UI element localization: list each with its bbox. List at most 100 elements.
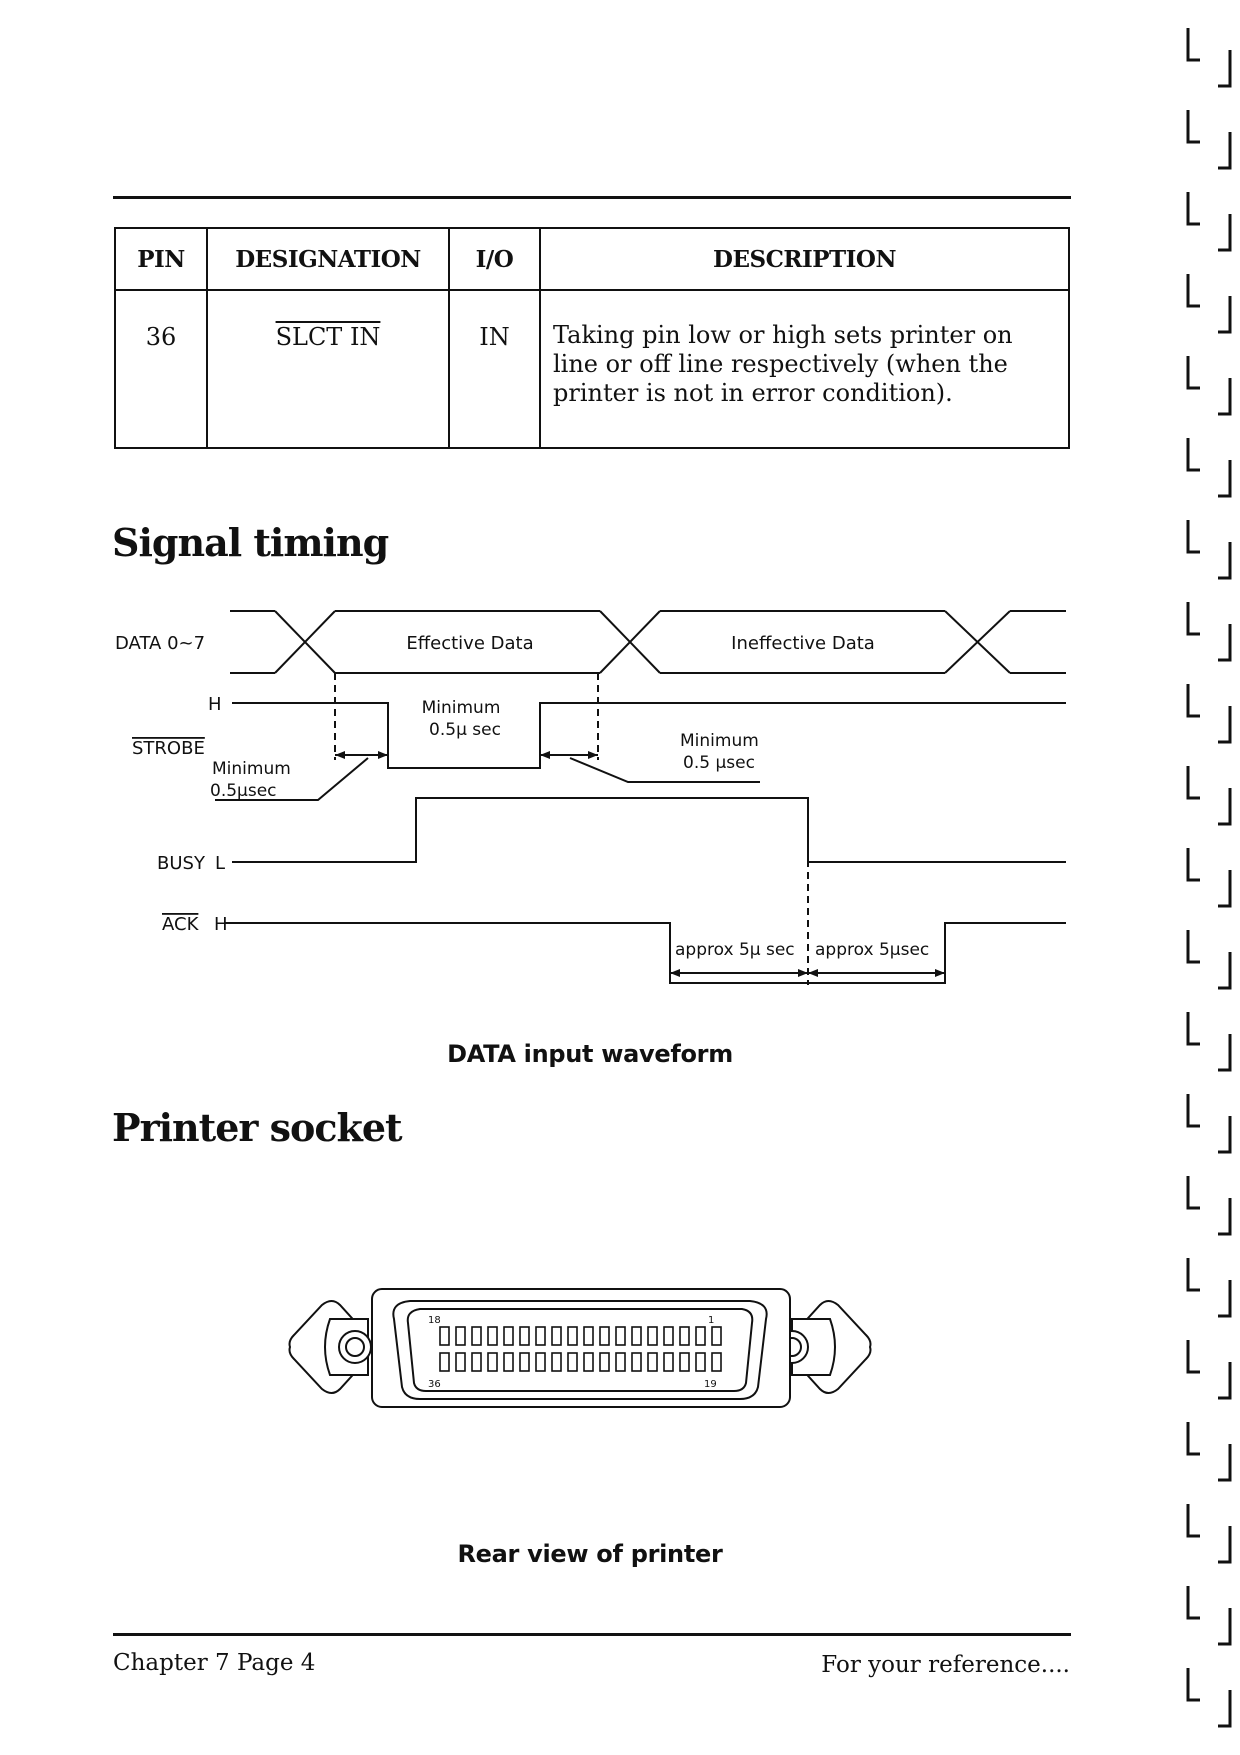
header-description: DESCRIPTION <box>539 227 1070 291</box>
socket-contact-bottom <box>695 1352 706 1372</box>
socket-contact-top <box>695 1326 706 1346</box>
binder-mark <box>1186 1094 1232 1154</box>
header-designation: DESIGNATION <box>206 227 450 291</box>
binder-mark <box>1186 192 1232 252</box>
strobe-width-label-1: Minimum <box>422 698 501 718</box>
pin-36-label: 36 <box>428 1379 441 1390</box>
socket-contact-bottom <box>551 1352 562 1372</box>
hold-time-label-1: Minimum <box>680 731 759 751</box>
waveform-caption: DATA input waveform <box>447 1040 733 1068</box>
socket-contact-bottom <box>599 1352 610 1372</box>
data-bus-label: DATA 0~7 <box>115 633 205 654</box>
binder-mark <box>1186 1340 1232 1400</box>
socket-contact-top <box>439 1326 450 1346</box>
ack-high-label: H <box>214 914 228 935</box>
binder-mark <box>1186 28 1232 88</box>
binder-mark <box>1186 274 1232 334</box>
strobe-width-label-2: 0.5μ sec <box>429 720 501 740</box>
strobe-high-label: H <box>208 694 222 715</box>
pin-1-label: 1 <box>708 1315 714 1326</box>
binder-mark <box>1186 438 1232 498</box>
binder-mark <box>1186 110 1232 170</box>
table-header-row: PIN DESIGNATION I/O DESCRIPTION <box>114 227 1070 291</box>
socket-contact-top <box>455 1326 466 1346</box>
socket-contact-top <box>631 1326 642 1346</box>
effective-data-label: Effective Data <box>406 633 533 654</box>
ack-low-time-label: approx 5μ sec <box>675 940 795 960</box>
binder-mark <box>1186 930 1232 990</box>
ack-recovery-time-label: approx 5μsec <box>815 940 929 960</box>
socket-contact-top <box>567 1326 578 1346</box>
table-row: 36 SLCT IN IN Taking pin low or high set… <box>114 289 1070 449</box>
socket-contact-bottom <box>535 1352 546 1372</box>
binder-mark <box>1186 356 1232 416</box>
binder-mark <box>1186 848 1232 908</box>
socket-contact-bottom <box>711 1352 722 1372</box>
socket-contact-bottom <box>487 1352 498 1372</box>
socket-contact-top <box>615 1326 626 1346</box>
socket-contact-top <box>519 1326 530 1346</box>
pin-19-label: 19 <box>704 1379 717 1390</box>
footer-page-number: Chapter 7 Page 4 <box>113 1650 316 1676</box>
socket-contact-bottom <box>519 1352 530 1372</box>
strobe-label: STROBE <box>132 738 205 759</box>
busy-label: BUSY <box>157 853 206 874</box>
header-pin: PIN <box>114 227 208 291</box>
socket-contact-top <box>679 1326 690 1346</box>
designation: SLCT IN <box>275 323 381 351</box>
socket-contact-bottom <box>439 1352 450 1372</box>
binder-mark <box>1186 684 1232 744</box>
binder-mark <box>1186 1504 1232 1564</box>
socket-contact-bottom <box>583 1352 594 1372</box>
socket-contact-top <box>551 1326 562 1346</box>
ineffective-data-label: Ineffective Data <box>731 633 875 654</box>
socket-contact-bottom <box>663 1352 674 1372</box>
binder-mark <box>1186 1258 1232 1318</box>
binder-mark <box>1186 766 1232 826</box>
socket-contact-top <box>503 1326 514 1346</box>
pin-18-label: 18 <box>428 1315 441 1326</box>
description: Taking pin low or high sets printer on l… <box>553 321 1013 407</box>
busy-low-label: L <box>215 853 225 874</box>
binder-mark <box>1186 1586 1232 1646</box>
binder-mark <box>1186 520 1232 580</box>
socket-contact-top <box>535 1326 546 1346</box>
socket-contact-bottom <box>679 1352 690 1372</box>
pin-number: 36 <box>145 323 177 351</box>
socket-contact-top <box>583 1326 594 1346</box>
socket-contact-bottom <box>631 1352 642 1372</box>
top-rule <box>113 196 1071 199</box>
binder-mark <box>1186 1668 1232 1728</box>
socket-contact-top <box>663 1326 674 1346</box>
section-title-signal-timing: Signal timing <box>112 520 389 565</box>
io-direction: IN <box>479 323 510 351</box>
ack-label: ACK <box>162 914 200 935</box>
bottom-rule <box>113 1633 1071 1636</box>
timing-diagram: DATA 0~7 Effective Data Ineffective Data… <box>115 610 1066 985</box>
printer-socket-diagram: 18 1 36 19 <box>288 1288 872 1408</box>
socket-contact-bottom <box>615 1352 626 1372</box>
binder-edge <box>1186 28 1232 1728</box>
header-io: I/O <box>448 227 541 291</box>
pin-table: PIN DESIGNATION I/O DESCRIPTION 36 SLCT … <box>114 227 1070 449</box>
binder-mark <box>1186 602 1232 662</box>
socket-contact-bottom <box>455 1352 466 1372</box>
socket-contact-top <box>487 1326 498 1346</box>
rear-view-caption: Rear view of printer <box>457 1540 723 1568</box>
socket-contact-bottom <box>567 1352 578 1372</box>
socket-contact-top <box>599 1326 610 1346</box>
socket-contact-top <box>711 1326 722 1346</box>
binder-mark <box>1186 1012 1232 1072</box>
setup-time-label-1: Minimum <box>212 759 291 779</box>
socket-contact-bottom <box>471 1352 482 1372</box>
footer-reference: For your reference.... <box>821 1652 1070 1678</box>
socket-contact-top <box>647 1326 658 1346</box>
section-title-printer-socket: Printer socket <box>112 1105 403 1150</box>
setup-time-label-2: 0.5μsec <box>210 781 277 801</box>
hold-time-label-2: 0.5 μsec <box>683 753 755 773</box>
binder-mark <box>1186 1422 1232 1482</box>
socket-contact-bottom <box>647 1352 658 1372</box>
socket-contact-bottom <box>503 1352 514 1372</box>
binder-mark <box>1186 1176 1232 1236</box>
socket-contact-top <box>471 1326 482 1346</box>
